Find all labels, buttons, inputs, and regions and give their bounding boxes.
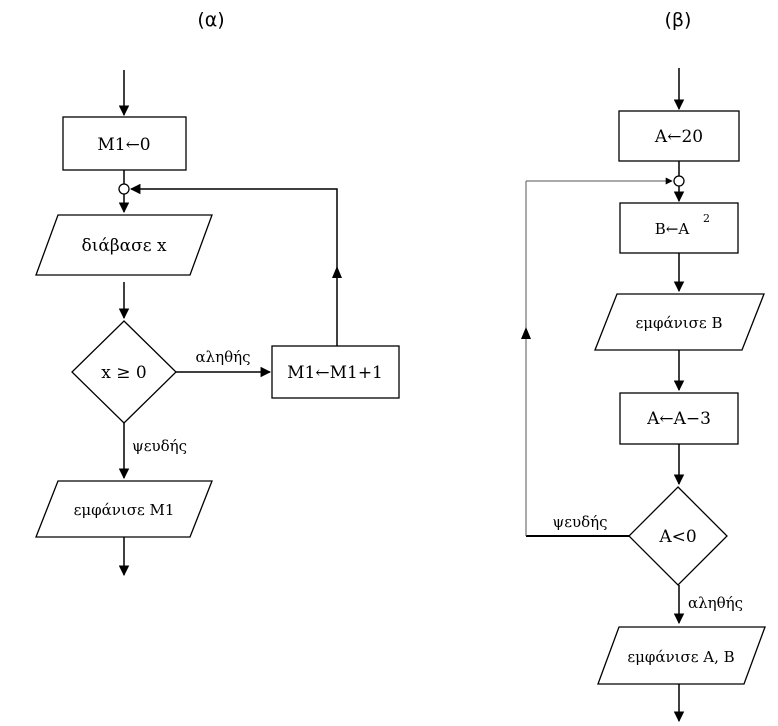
node-b-assign-exponent: 2 xyxy=(703,212,710,225)
flowchart-b: (β) A←20 B←A 2 εμφάνισε B xyxy=(521,9,766,723)
node-b-init-label: A←20 xyxy=(654,127,703,147)
edge-a-loop-back xyxy=(129,183,338,346)
node-a-out: εμφάνισε M1 xyxy=(35,480,213,538)
connector-a xyxy=(118,183,130,195)
edge-b-true-label: αληθής xyxy=(688,594,743,612)
node-a-read-label: διάβασε x xyxy=(81,236,167,256)
node-b-init: A←20 xyxy=(618,110,740,162)
arrowhead-a-loop-up xyxy=(332,266,342,278)
node-b-show: εμφάνισε B xyxy=(594,293,765,351)
node-a-cond-label: x ≥ 0 xyxy=(101,363,146,383)
node-a-incr: M1←M1+1 xyxy=(271,345,400,399)
arrowhead-b-loop-up xyxy=(521,327,531,339)
edge-b-false-label: ψευδής xyxy=(552,513,607,531)
node-a-init-label: M1←0 xyxy=(97,135,150,155)
node-b-cond-label: A<0 xyxy=(658,527,696,547)
flowchart-a: (α) M1←0 διάβασε x x ≥ 0 αληθής xyxy=(35,9,400,577)
node-a-read: διάβασε x xyxy=(35,214,213,276)
node-b-cond: A<0 xyxy=(628,486,728,586)
edge-a-true-label: αληθής xyxy=(195,348,250,366)
node-b-show-label: εμφάνισε B xyxy=(636,314,723,332)
node-a-init: M1←0 xyxy=(62,116,187,171)
node-a-cond: x ≥ 0 xyxy=(71,320,177,424)
node-a-incr-label: M1←M1+1 xyxy=(287,363,383,383)
node-b-decr: A←A−3 xyxy=(619,392,739,445)
node-a-out-label: εμφάνισε M1 xyxy=(74,501,175,519)
node-b-out: εμφάνισε A, B xyxy=(597,626,766,685)
node-b-out-label: εμφάνισε A, B xyxy=(627,648,734,666)
node-b-assign: B←A 2 xyxy=(619,202,739,254)
edge-a-false-label: ψευδής xyxy=(132,437,187,455)
node-b-decr-label: A←A−3 xyxy=(646,409,711,429)
node-b-assign-label: B←A xyxy=(655,220,690,238)
flowchart-a-title: (α) xyxy=(197,9,224,31)
flowchart-b-title: (β) xyxy=(665,9,692,31)
connector-b xyxy=(673,175,685,187)
